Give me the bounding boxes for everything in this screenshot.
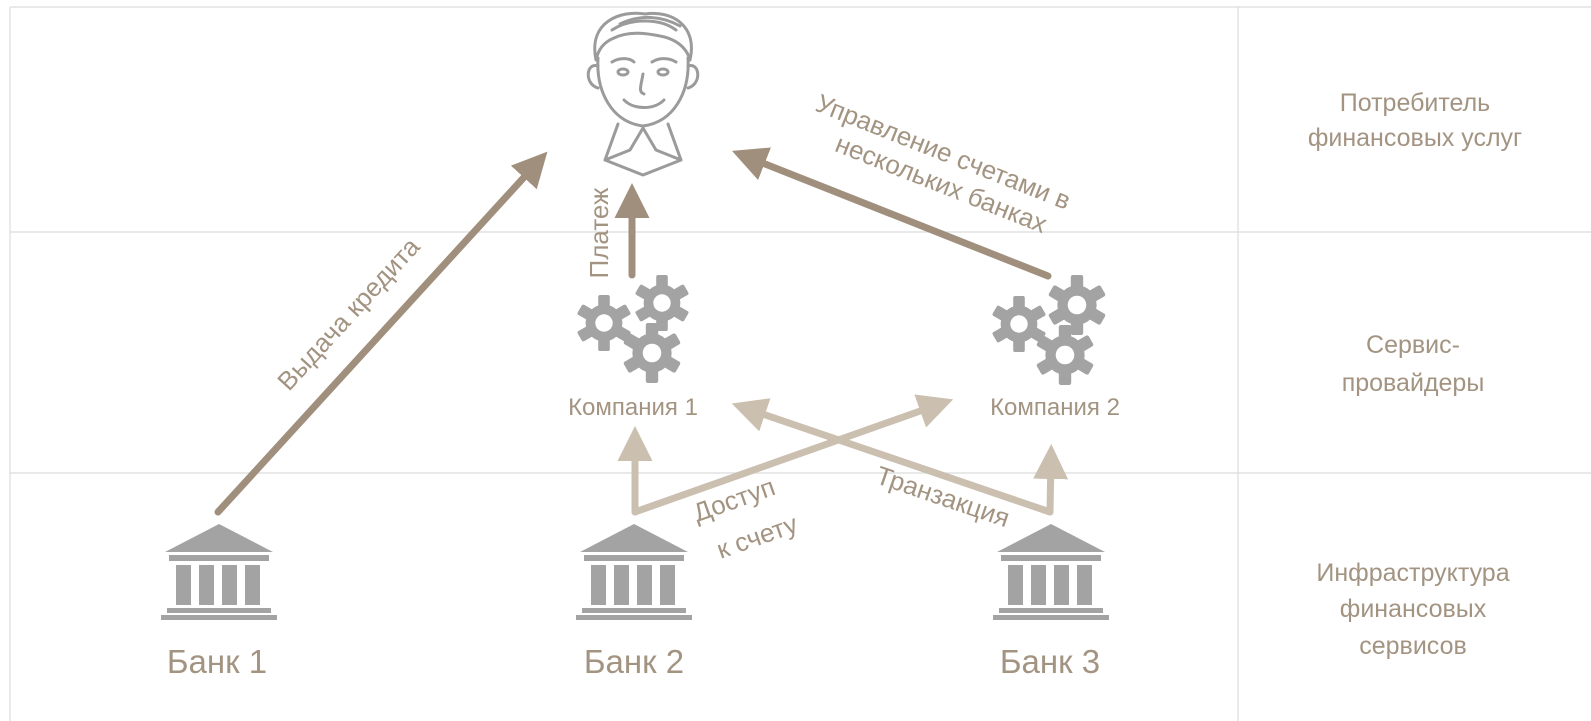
company-label-2: Компания 2: [990, 394, 1120, 421]
tier-consumer-label: Потребитель финансовых услуг: [1308, 89, 1522, 152]
arrow-multi-bank: [731, 147, 1052, 280]
person-icon: [586, 11, 700, 177]
arrow-transaction-up: [1033, 444, 1069, 516]
bank-label-2: Банк 2: [584, 643, 684, 680]
tier-label-line: сервисов: [1359, 632, 1467, 660]
service-arrows: [214, 147, 1052, 516]
bank-icon: [993, 524, 1109, 620]
bank-icon: [161, 524, 277, 620]
tier-label-line: Сервис-: [1366, 331, 1460, 359]
bank-icon: [576, 524, 692, 620]
gears-icon: [991, 275, 1107, 385]
grid: [9, 6, 1591, 721]
arrow-access-to-company-2: [631, 394, 954, 516]
tier-label-line: финансовых услуг: [1308, 124, 1522, 152]
tier-label-line: Потребитель: [1340, 89, 1490, 117]
bank-label-1: Банк 1: [167, 643, 267, 680]
company-label-1: Компания 1: [568, 394, 698, 421]
tier-label-line: Инфраструктура: [1316, 559, 1509, 587]
tier-infrastructure-label: Инфраструктура финансовых сервисов: [1316, 559, 1509, 660]
transaction-label: Транзакция: [872, 460, 1013, 533]
payment-label: Платеж: [584, 187, 614, 279]
access-arrows: [617, 394, 1069, 516]
arrow-transaction-to-company-1: [731, 398, 1054, 516]
tier-label-line: провайдеры: [1342, 369, 1485, 397]
tier-label-line: финансовых: [1340, 595, 1487, 623]
arrow-credit: [214, 151, 548, 516]
gears-icon: [576, 274, 690, 383]
tier-providers-label: Сервис- провайдеры: [1342, 331, 1485, 397]
bank-label-3: Банк 3: [1000, 643, 1100, 680]
